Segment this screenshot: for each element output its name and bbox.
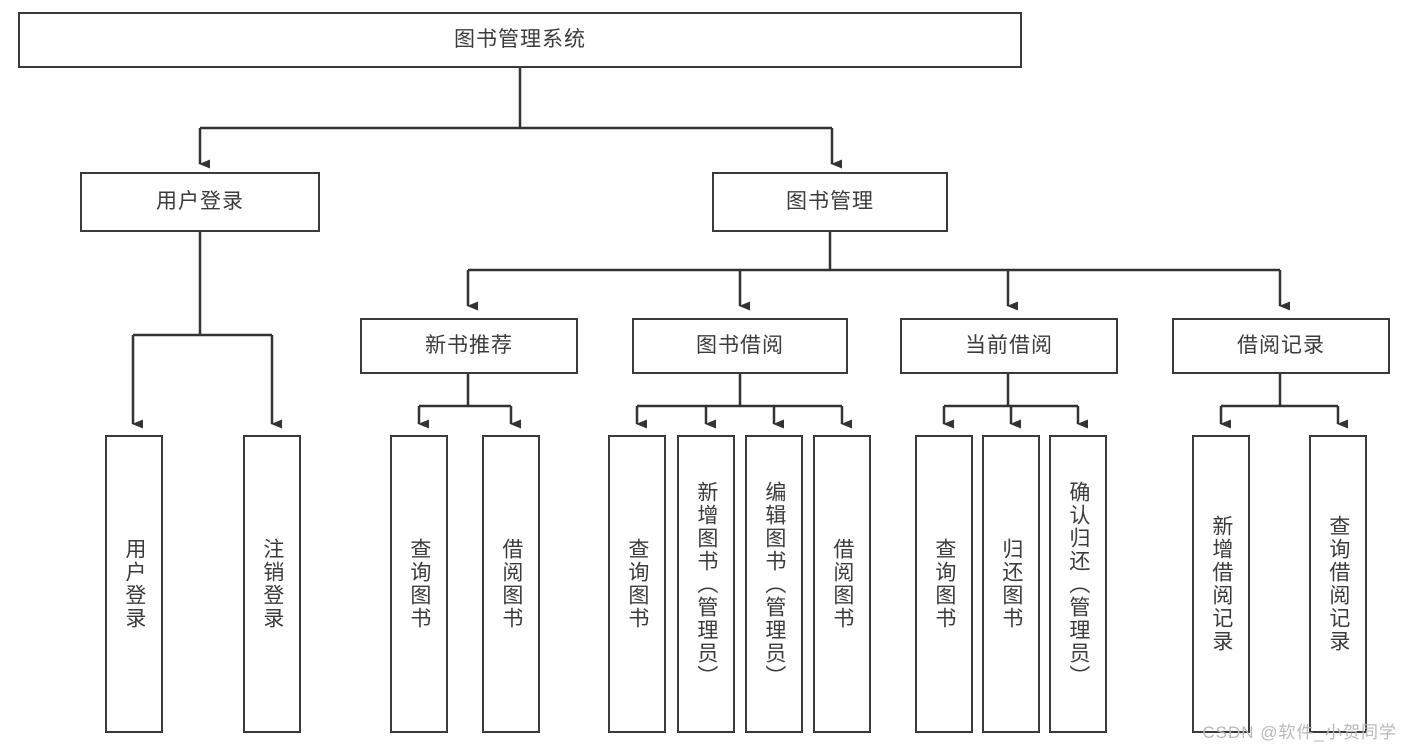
leaf-borrow-book-1[interactable]: 借阅图书 [482, 435, 540, 733]
leaf-confirm-return[interactable]: 确认归还（管理员） [1049, 435, 1107, 733]
leaf-edit-book-label: 编辑图书（管理员） [762, 480, 786, 688]
leaf-confirm-return-label: 确认归还（管理员） [1066, 480, 1090, 688]
node-book-borrow-label: 图书借阅 [696, 334, 784, 358]
node-user-login-label: 用户登录 [156, 190, 244, 214]
leaf-query-record[interactable]: 查询借阅记录 [1309, 435, 1367, 733]
leaf-add-record[interactable]: 新增借阅记录 [1192, 435, 1250, 733]
node-book-manage-label: 图书管理 [786, 190, 874, 214]
leaf-query-book-3-label: 查询图书 [932, 538, 956, 630]
node-borrow-record-label: 借阅记录 [1237, 334, 1325, 358]
leaf-add-book-label: 新增图书（管理员） [694, 480, 718, 688]
leaf-query-book-1[interactable]: 查询图书 [390, 435, 448, 733]
node-new-book-recommend[interactable]: 新书推荐 [360, 318, 578, 374]
node-current-borrow[interactable]: 当前借阅 [900, 318, 1118, 374]
leaf-user-login[interactable]: 用户登录 [105, 435, 163, 733]
leaf-user-login-label: 用户登录 [122, 538, 146, 630]
leaf-add-book[interactable]: 新增图书（管理员） [677, 435, 735, 733]
node-book-manage[interactable]: 图书管理 [712, 172, 948, 232]
leaf-query-book-2-label: 查询图书 [625, 538, 649, 630]
leaf-borrow-book-2[interactable]: 借阅图书 [813, 435, 871, 733]
leaf-return-book[interactable]: 归还图书 [982, 435, 1040, 733]
node-current-borrow-label: 当前借阅 [965, 334, 1053, 358]
leaf-return-book-label: 归还图书 [999, 538, 1023, 630]
leaf-borrow-book-2-label: 借阅图书 [830, 538, 854, 630]
node-root-label: 图书管理系统 [454, 28, 586, 52]
csdn-watermark: CSDN @软件_小贺同学 [1202, 723, 1397, 742]
node-user-login[interactable]: 用户登录 [80, 172, 320, 232]
leaf-query-record-label: 查询借阅记录 [1326, 515, 1350, 653]
leaf-edit-book[interactable]: 编辑图书（管理员） [745, 435, 803, 733]
leaf-logout-login[interactable]: 注销登录 [243, 435, 301, 733]
leaf-query-book-1-label: 查询图书 [407, 538, 431, 630]
node-root[interactable]: 图书管理系统 [18, 12, 1022, 68]
node-borrow-record[interactable]: 借阅记录 [1172, 318, 1390, 374]
node-new-book-recommend-label: 新书推荐 [425, 334, 513, 358]
leaf-borrow-book-1-label: 借阅图书 [499, 538, 523, 630]
node-book-borrow[interactable]: 图书借阅 [632, 318, 848, 374]
leaf-logout-login-label: 注销登录 [260, 538, 284, 630]
leaf-add-record-label: 新增借阅记录 [1209, 515, 1233, 653]
leaf-query-book-3[interactable]: 查询图书 [915, 435, 973, 733]
leaf-query-book-2[interactable]: 查询图书 [608, 435, 666, 733]
